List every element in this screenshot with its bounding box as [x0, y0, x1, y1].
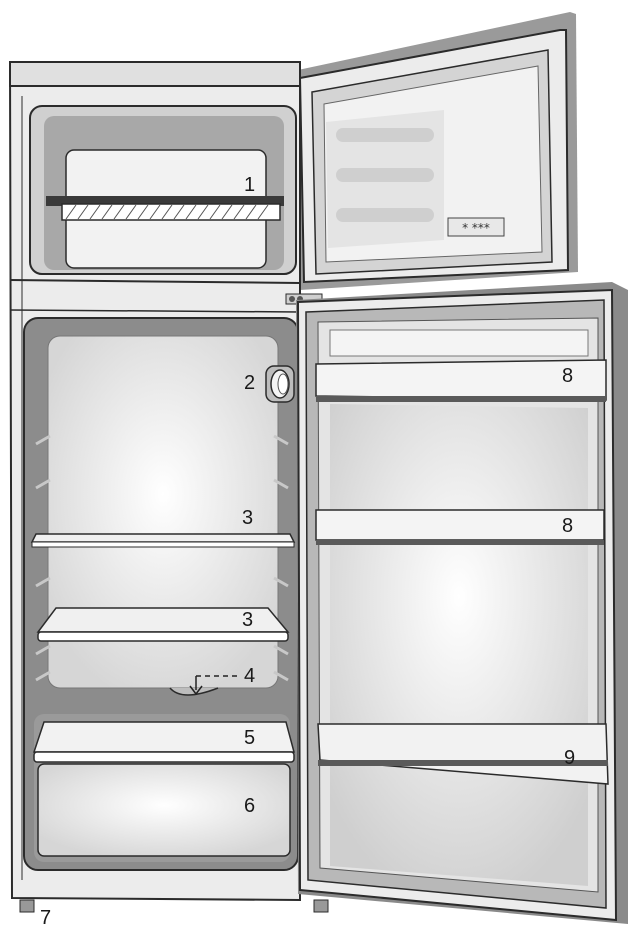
freezer-wire-shelf [46, 196, 284, 220]
label-glass-shelf-upper: 3 [242, 508, 253, 528]
label-crisper-cover: 5 [244, 728, 255, 748]
label-bottle-shelf: 9 [564, 748, 575, 768]
label-door-shelf-middle: 8 [562, 516, 573, 536]
freezer-compartment [30, 106, 296, 274]
adjustable-feet [20, 900, 328, 912]
label-drain-hole: 4 [244, 666, 255, 686]
freezer-door [298, 12, 578, 290]
label-thermostat: 2 [244, 373, 255, 393]
label-glass-shelf-lower: 3 [242, 610, 253, 630]
glass-shelf-upper [32, 534, 294, 547]
star-rating-text: * *** [462, 221, 490, 235]
label-freezer-shelf: 1 [244, 175, 255, 195]
door-shelf-middle [316, 510, 604, 545]
label-crisper-drawer: 6 [244, 796, 255, 816]
thermostat-knob [266, 366, 294, 402]
label-door-shelf-upper: 8 [562, 366, 573, 386]
label-adjustable-feet: 7 [40, 908, 51, 928]
